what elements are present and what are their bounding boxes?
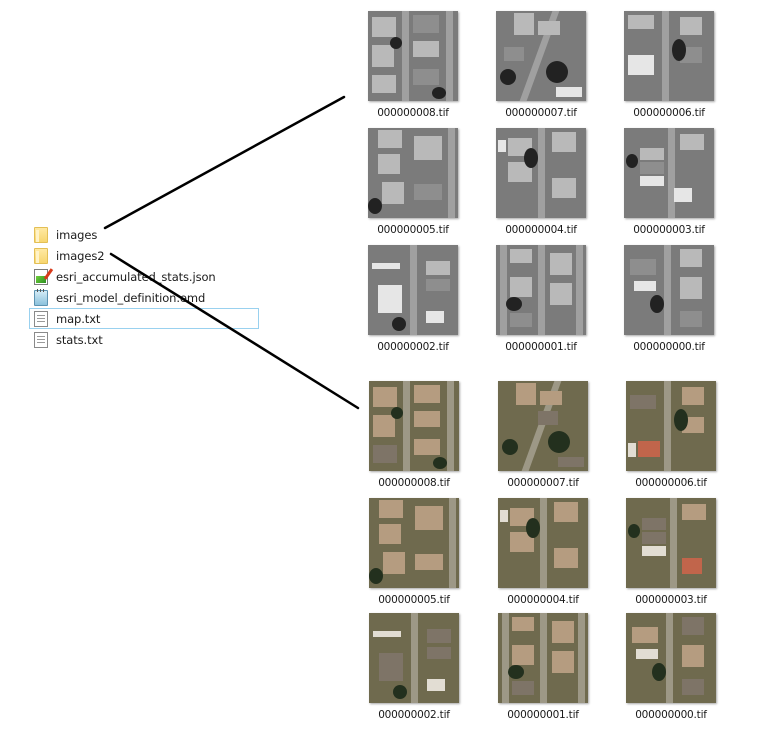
thumbnail-label: 000000000.tif xyxy=(633,341,705,353)
thumbnail-label: 000000005.tif xyxy=(378,594,450,606)
aerial-image xyxy=(369,498,459,588)
folder-icon xyxy=(34,226,48,243)
thumbnail-label: 000000003.tif xyxy=(635,594,707,606)
thumbnail[interactable]: 000000007.tif xyxy=(478,381,608,489)
file-item-images2[interactable]: images2 xyxy=(29,245,259,266)
thumbnail-label: 000000003.tif xyxy=(633,224,705,236)
text-file-icon xyxy=(34,310,48,327)
thumbnail-label: 000000006.tif xyxy=(635,477,707,489)
file-name: esri_model_definition.emd xyxy=(56,290,206,305)
aerial-image xyxy=(626,381,716,471)
thumbnail-label: 000000004.tif xyxy=(507,594,579,606)
thumbnail[interactable]: 000000006.tif xyxy=(604,11,734,119)
aerial-image xyxy=(496,245,586,335)
thumbnail[interactable]: 000000008.tif xyxy=(349,381,479,489)
aerial-image xyxy=(498,613,588,703)
file-list: images images2 esri_accumulated_stats.js… xyxy=(29,224,259,350)
thumbnail[interactable]: 000000000.tif xyxy=(606,613,736,721)
thumbnail-label: 000000008.tif xyxy=(377,107,449,119)
thumbnail-label: 000000007.tif xyxy=(507,477,579,489)
thumbnail[interactable]: 000000005.tif xyxy=(349,498,479,606)
thumbnail-label: 000000001.tif xyxy=(507,709,579,721)
thumbnail[interactable]: 000000005.tif xyxy=(348,128,478,236)
thumbnail-label: 000000002.tif xyxy=(377,341,449,353)
thumbnail[interactable]: 000000008.tif xyxy=(348,11,478,119)
file-name: map.txt xyxy=(56,311,101,326)
thumbnail-label: 000000002.tif xyxy=(378,709,450,721)
aerial-image xyxy=(498,498,588,588)
thumbnail-label: 000000008.tif xyxy=(378,477,450,489)
aerial-image xyxy=(496,128,586,218)
aerial-image xyxy=(498,381,588,471)
aerial-image xyxy=(624,245,714,335)
aerial-image xyxy=(624,128,714,218)
file-name: images xyxy=(56,227,98,242)
aerial-image xyxy=(368,11,458,101)
thumbnail[interactable]: 000000002.tif xyxy=(348,245,478,353)
thumbnail-label: 000000000.tif xyxy=(635,709,707,721)
thumbnail[interactable]: 000000002.tif xyxy=(349,613,479,721)
thumbnail[interactable]: 000000006.tif xyxy=(606,381,736,489)
emd-file-icon xyxy=(34,288,48,306)
aerial-image xyxy=(369,613,459,703)
aerial-image xyxy=(626,613,716,703)
thumbnail-label: 000000001.tif xyxy=(505,341,577,353)
aerial-image xyxy=(368,245,458,335)
thumbnail-label: 000000005.tif xyxy=(377,224,449,236)
thumbnail[interactable]: 000000001.tif xyxy=(476,245,606,353)
aerial-image xyxy=(368,128,458,218)
file-name: stats.txt xyxy=(56,332,103,347)
file-name: images2 xyxy=(56,248,105,263)
thumbnail-label: 000000007.tif xyxy=(505,107,577,119)
file-item-esri-accumulated-stats[interactable]: esri_accumulated_stats.json xyxy=(29,266,259,287)
folder-icon xyxy=(34,247,48,264)
connector-images-to-grayscale xyxy=(103,95,346,230)
text-file-icon xyxy=(34,331,48,348)
thumbnail[interactable]: 000000000.tif xyxy=(604,245,734,353)
file-item-images[interactable]: images xyxy=(29,224,259,245)
thumbnail[interactable]: 000000004.tif xyxy=(478,498,608,606)
thumbnail[interactable]: 000000004.tif xyxy=(476,128,606,236)
thumbnail[interactable]: 000000001.tif xyxy=(478,613,608,721)
aerial-image xyxy=(624,11,714,101)
thumbnail-label: 000000006.tif xyxy=(633,107,705,119)
aerial-image xyxy=(369,381,459,471)
aerial-image xyxy=(626,498,716,588)
thumbnail[interactable]: 000000007.tif xyxy=(476,11,606,119)
aerial-image xyxy=(496,11,586,101)
thumbnail[interactable]: 000000003.tif xyxy=(604,128,734,236)
thumbnail[interactable]: 000000003.tif xyxy=(606,498,736,606)
json-file-icon xyxy=(34,268,48,285)
file-name: esri_accumulated_stats.json xyxy=(56,269,216,284)
file-item-map-txt[interactable]: map.txt xyxy=(29,308,259,329)
thumbnail-label: 000000004.tif xyxy=(505,224,577,236)
file-item-esri-model-definition[interactable]: esri_model_definition.emd xyxy=(29,287,259,308)
file-item-stats-txt[interactable]: stats.txt xyxy=(29,329,259,350)
